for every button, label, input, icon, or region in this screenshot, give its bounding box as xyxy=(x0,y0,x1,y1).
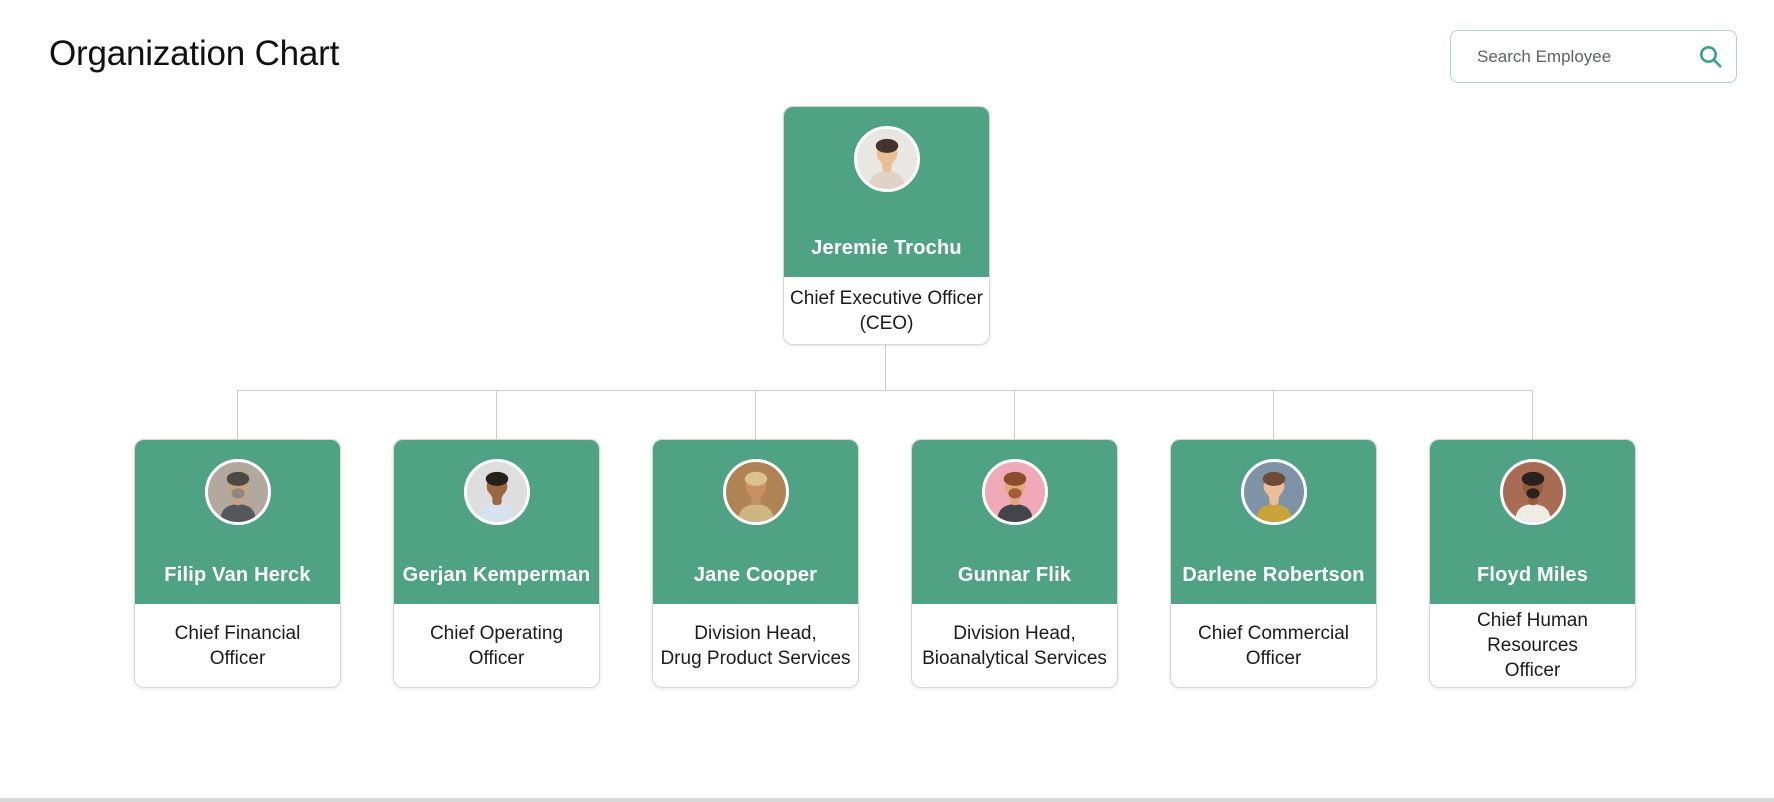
employee-card-gerjan-kemperman[interactable]: Gerjan Kemperman Chief Operating Officer xyxy=(393,439,600,688)
card-header: Filip Van Herck xyxy=(135,440,340,604)
employee-title-line: Division Head, xyxy=(694,622,817,644)
card-header: Floyd Miles xyxy=(1430,440,1635,604)
employee-name: Jane Cooper xyxy=(693,564,818,586)
card-body: Chief Executive Officer (CEO) xyxy=(784,277,989,344)
employee-photo xyxy=(1240,459,1307,525)
employee-photo xyxy=(204,459,271,525)
connector-ceo-stub xyxy=(885,345,886,390)
employee-title-line: Chief Operating xyxy=(429,622,564,644)
connector-rail xyxy=(237,390,1533,391)
horizontal-scrollbar[interactable] xyxy=(0,798,1774,802)
connector-stub-2 xyxy=(496,390,497,439)
page-title: Organization Chart xyxy=(49,34,340,73)
employee-name: Gerjan Kemperman xyxy=(402,564,591,586)
employee-title-line: Division Head, xyxy=(953,622,1076,644)
employee-title-line: Officer xyxy=(1504,660,1561,681)
card-header: Jane Cooper xyxy=(653,440,858,604)
employee-title-line: Officer xyxy=(1245,647,1302,669)
employee-title-line: Bioanalytical Services xyxy=(922,647,1107,669)
employee-title-line: (CEO) xyxy=(859,312,914,334)
employee-card-gunnar-flik[interactable]: Gunnar Flik Division Head, Bioanalytical… xyxy=(911,439,1118,688)
employee-title-line: Chief Financial xyxy=(174,622,301,644)
employee-name: Filip Van Herck xyxy=(164,564,311,586)
connector-stub-5 xyxy=(1273,390,1274,439)
employee-name: Gunnar Flik xyxy=(957,564,1072,586)
search-box xyxy=(1450,30,1737,83)
card-header: Darlene Robertson xyxy=(1171,440,1376,604)
card-body: Chief Commercial Officer xyxy=(1171,604,1376,687)
employee-name: Floyd Miles xyxy=(1476,564,1589,586)
employee-title-line: Chief Executive Officer xyxy=(790,287,983,309)
employee-card-darlene-robertson[interactable]: Darlene Robertson Chief Commercial Offic… xyxy=(1170,439,1377,688)
employee-photo xyxy=(853,126,920,192)
employee-card-floyd-miles[interactable]: Floyd Miles Chief Human Resources Office… xyxy=(1429,439,1636,688)
employee-photo xyxy=(1499,459,1566,525)
employee-card-filip-van-herck[interactable]: Filip Van Herck Chief Financial Officer xyxy=(134,439,341,688)
employee-card-ceo[interactable]: Jeremie Trochu Chief Executive Officer (… xyxy=(783,106,990,345)
employee-name: Jeremie Trochu xyxy=(811,237,962,259)
employee-title-line: Officer xyxy=(209,647,266,669)
card-header: Jeremie Trochu xyxy=(784,107,989,277)
search-icon[interactable] xyxy=(1698,42,1724,72)
card-body: Chief Human Resources Officer xyxy=(1430,604,1635,687)
connector-stub-4 xyxy=(1014,390,1015,439)
employee-title-line: Chief Human Resources xyxy=(1477,610,1588,656)
employee-photo xyxy=(463,459,530,525)
connector-stub-3 xyxy=(755,390,756,439)
card-body: Chief Operating Officer xyxy=(394,604,599,687)
employee-photo xyxy=(981,459,1048,525)
employee-title-line: Drug Product Services xyxy=(660,647,851,669)
employee-photo xyxy=(722,459,789,525)
card-body: Division Head, Drug Product Services xyxy=(653,604,858,687)
employee-name: Darlene Robertson xyxy=(1182,564,1365,586)
connector-stub-6 xyxy=(1532,390,1533,439)
employee-title-line: Chief Commercial xyxy=(1198,622,1349,644)
card-body: Division Head, Bioanalytical Services xyxy=(912,604,1117,687)
employee-card-jane-cooper[interactable]: Jane Cooper Division Head, Drug Product … xyxy=(652,439,859,688)
card-header: Gunnar Flik xyxy=(912,440,1117,604)
search-input[interactable] xyxy=(1451,46,1698,67)
card-header: Gerjan Kemperman xyxy=(394,440,599,604)
employee-title-line: Officer xyxy=(468,647,525,669)
card-body: Chief Financial Officer xyxy=(135,604,340,687)
connector-stub-1 xyxy=(237,390,238,439)
